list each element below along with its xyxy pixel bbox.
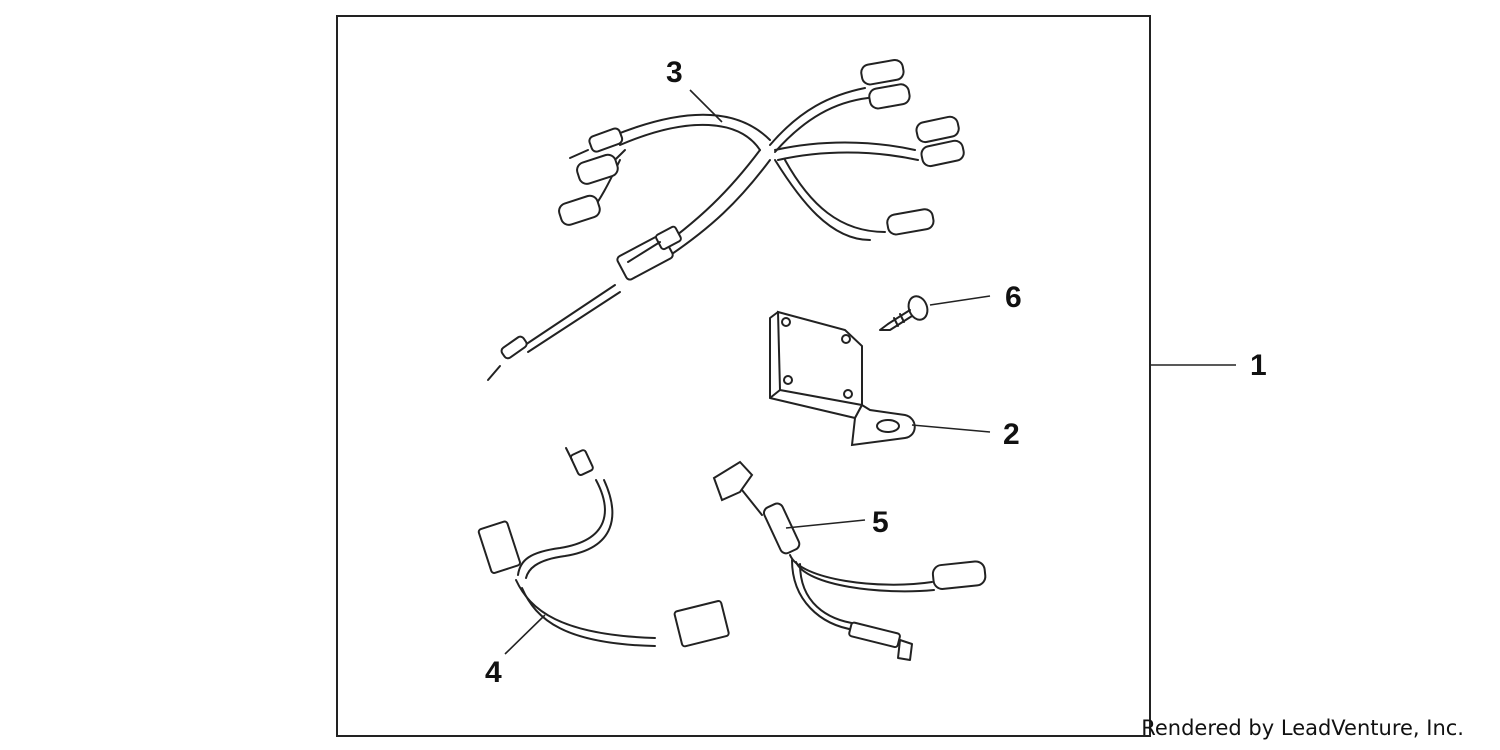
- callout-3: 3: [666, 56, 683, 89]
- render-credit: Rendered by LeadVenture, Inc.: [1141, 716, 1464, 740]
- callout-5: 5: [872, 506, 889, 539]
- callout-2: 2: [1003, 418, 1020, 451]
- callout-1: 1: [1250, 349, 1267, 382]
- leader-bracket: [911, 424, 991, 433]
- diagram-frame: [336, 15, 1151, 737]
- leader-main-harness: [689, 89, 723, 123]
- battery-lead: [712, 460, 987, 661]
- callout-4: 4: [485, 656, 502, 689]
- mounting-bracket: [769, 310, 916, 447]
- leader-sub-harness: [504, 614, 546, 655]
- main-wire-harness: [487, 58, 965, 381]
- sub-wire-harness: [477, 447, 730, 648]
- leader-battery-lead: [785, 519, 866, 529]
- leader-screw: [929, 295, 991, 306]
- callout-6: 6: [1005, 281, 1022, 314]
- tapping-screw: [879, 295, 929, 331]
